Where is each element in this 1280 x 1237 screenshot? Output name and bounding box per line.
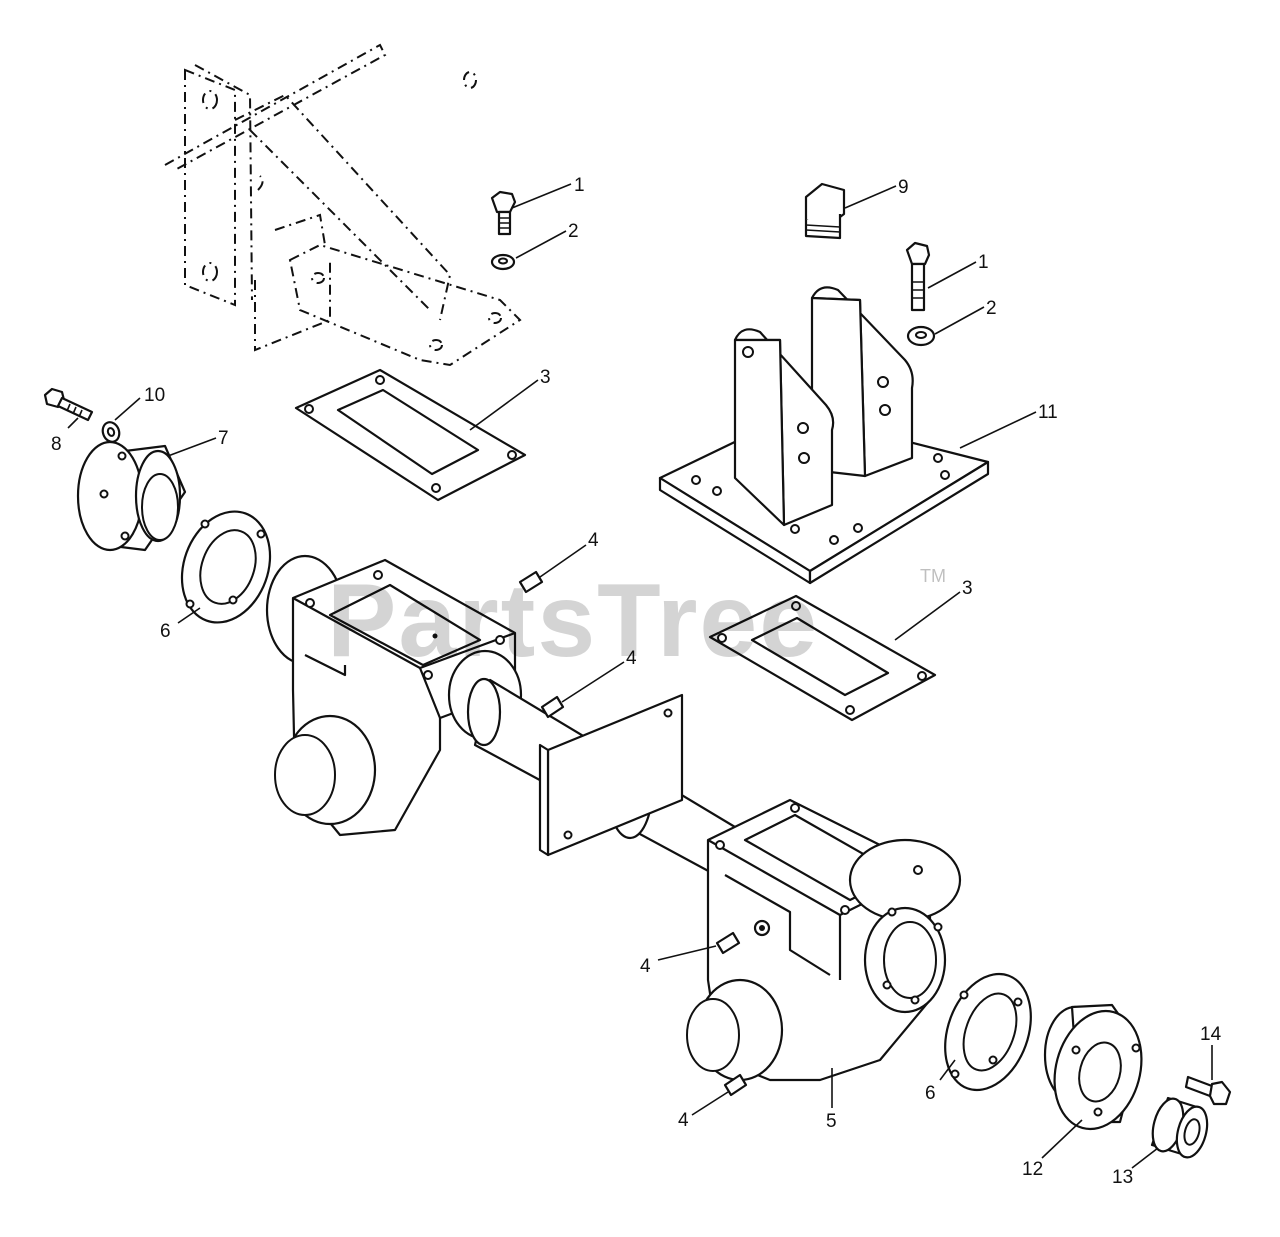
- callout-label[interactable]: 2: [986, 298, 997, 319]
- callout-label[interactable]: 4: [588, 530, 599, 551]
- grease-fitting-part-4-d[interactable]: [723, 1073, 748, 1097]
- callout-label[interactable]: 1: [574, 175, 585, 196]
- callout-label[interactable]: 1: [978, 252, 989, 273]
- seal-retainer-part-6-right[interactable]: [930, 962, 1046, 1102]
- callout-label[interactable]: 3: [962, 578, 973, 599]
- callout-label[interactable]: 4: [626, 648, 637, 669]
- gasket-part-3-upper[interactable]: [294, 368, 527, 502]
- callout-label[interactable]: 8: [51, 434, 62, 455]
- callout-label[interactable]: 6: [925, 1083, 936, 1104]
- callout-label[interactable]: 13: [1112, 1167, 1133, 1188]
- leader-lines: [67, 183, 1213, 1169]
- callout-label[interactable]: 4: [678, 1110, 689, 1131]
- gasket-part-3-lower[interactable]: [708, 594, 937, 722]
- tractor-frame-phantom: [164, 43, 522, 367]
- callout-label[interactable]: 2: [568, 221, 579, 242]
- capscrew-part-14[interactable]: [1184, 1075, 1232, 1106]
- center-mount-plate: [538, 693, 684, 857]
- bolt-part-1-right[interactable]: [905, 241, 931, 312]
- callout-label[interactable]: 11: [1038, 402, 1058, 423]
- fill-plug-part-9[interactable]: [804, 182, 846, 240]
- watermark-text: PartsTree: [327, 563, 819, 679]
- watermark-trademark: TM: [920, 566, 946, 586]
- bolt-part-1[interactable]: [490, 190, 517, 236]
- bearing-housing-part-12[interactable]: [1042, 1001, 1154, 1139]
- callout-label[interactable]: 3: [540, 367, 551, 388]
- lock-washer-part-2-right[interactable]: [906, 325, 936, 347]
- seal-retainer-part-6-left[interactable]: [167, 499, 285, 635]
- collar-part-13[interactable]: [1147, 1095, 1212, 1160]
- hitch-bracket-part-11[interactable]: [658, 286, 990, 585]
- callout-label[interactable]: 6: [160, 621, 171, 642]
- callout-label[interactable]: 14: [1200, 1024, 1222, 1045]
- callout-label[interactable]: 7: [218, 428, 229, 449]
- capscrew-part-8[interactable]: [43, 387, 94, 422]
- callout-label[interactable]: 5: [826, 1111, 837, 1132]
- callout-labels: 1 2 9 1 2 3 10 8 7 11 4 6 3 4 4 14 6 4 5…: [51, 175, 1222, 1188]
- grease-fitting-part-4-b[interactable]: [540, 695, 565, 719]
- watermark: PartsTree TM: [327, 563, 946, 679]
- callout-label[interactable]: 12: [1022, 1159, 1043, 1180]
- grease-fitting-part-4-c[interactable]: [715, 931, 741, 955]
- gearcase-right-housing[interactable]: [686, 798, 962, 1082]
- lock-washer-part-2[interactable]: [490, 253, 516, 271]
- callout-label[interactable]: 10: [144, 385, 165, 406]
- callout-label[interactable]: 9: [898, 177, 909, 198]
- bearing-housing-part-7[interactable]: [76, 440, 187, 552]
- callout-label[interactable]: 4: [640, 956, 651, 977]
- gearcase-left-housing[interactable]: [265, 554, 523, 837]
- washer-part-10[interactable]: [100, 420, 122, 444]
- grease-fitting-part-4-a[interactable]: [518, 570, 544, 594]
